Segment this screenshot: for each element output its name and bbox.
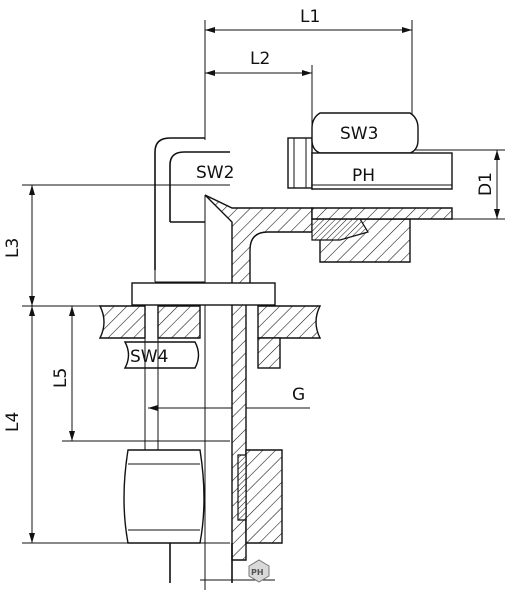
dim-label-L4: L4 <box>3 412 23 432</box>
dim-label-L2: L2 <box>250 49 270 69</box>
dim-label-D1: D1 <box>476 172 496 196</box>
right-nut-assembly <box>287 112 453 263</box>
dim-label-SW3: SW3 <box>340 124 378 144</box>
dim-label-SW4: SW4 <box>130 347 168 367</box>
dim-label-L1: L1 <box>300 7 320 27</box>
dim-label-G: G <box>292 385 305 405</box>
dim-label-L3: L3 <box>3 238 23 258</box>
flange-section <box>98 282 322 450</box>
svg-text:PH: PH <box>251 568 264 577</box>
dim-label-SW2: SW2 <box>196 163 234 183</box>
lower-nut <box>123 449 283 583</box>
ph-logo: PH <box>248 559 270 583</box>
dim-label-L5: L5 <box>51 368 71 388</box>
dim-label-PH: PH <box>352 166 375 186</box>
